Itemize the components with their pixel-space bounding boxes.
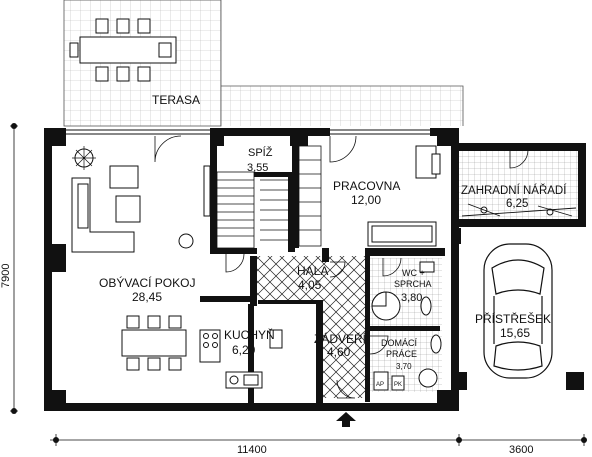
label-hala: HALA (297, 264, 328, 278)
area-kuchyn: 6,20 (232, 343, 256, 357)
area-spiz: 3,55 (247, 162, 268, 174)
label-zadveri: ZÁDVEŘÍ (314, 331, 367, 346)
label-pristresek: PŘÍSTŘEŠEK (475, 311, 551, 326)
area-zadveri: 4,60 (327, 345, 351, 359)
area-hala: 4,05 (298, 278, 322, 292)
terrace (63, 0, 464, 127)
shed-items (461, 203, 577, 217)
label-zahradni-naradi: ZAHRADNÍ NÁŘADÍ (461, 184, 567, 197)
label-pk: PK (394, 382, 402, 388)
area-pracovna: 12,00 (351, 193, 381, 207)
living-room-furniture (71, 146, 211, 371)
walls (44, 128, 586, 411)
dimension-ticks (11, 123, 587, 443)
doors (154, 135, 529, 399)
car (483, 243, 553, 379)
dimension-house-width: 11400 (237, 444, 267, 456)
terrace-dining-table (69, 18, 177, 82)
study-furniture (367, 145, 441, 247)
bathroom-fixtures (371, 261, 442, 391)
label-spiz: SPÍŽ (248, 146, 273, 159)
vestibule-floor (322, 300, 368, 398)
entrance-arrow (336, 412, 356, 427)
label-domaci-line1: DOMÁCÍ (381, 338, 417, 348)
label-ap: AP (376, 382, 384, 388)
label-kuchyn: KUCHYŇ (224, 327, 275, 342)
label-domaci-line2: PRÁCE (386, 349, 417, 359)
windows (45, 129, 458, 410)
label-terasa: TERASA (152, 93, 200, 107)
area-obyvaci-pokoj: 28,45 (132, 290, 162, 304)
stairs (216, 145, 322, 249)
area-pristresek: 15,65 (500, 326, 530, 340)
hall-floor (257, 256, 367, 300)
area-domaci-prace: 3,70 (396, 362, 412, 371)
area-zahradni-naradi: 6,25 (506, 198, 528, 210)
dimension-height: 7900 (0, 264, 12, 288)
label-obyvaci-pokoj: OBÝVACÍ POKOJ (99, 275, 195, 290)
area-wc-sprcha: 3,80 (401, 292, 422, 304)
kitchen-counter (199, 329, 283, 389)
label-wc-line1: WC + (402, 268, 425, 278)
dimension-carport-width: 3600 (509, 444, 533, 456)
label-pracovna: PRACOVNA (333, 179, 400, 193)
label-wc-line2: SPRCHA (394, 279, 432, 289)
